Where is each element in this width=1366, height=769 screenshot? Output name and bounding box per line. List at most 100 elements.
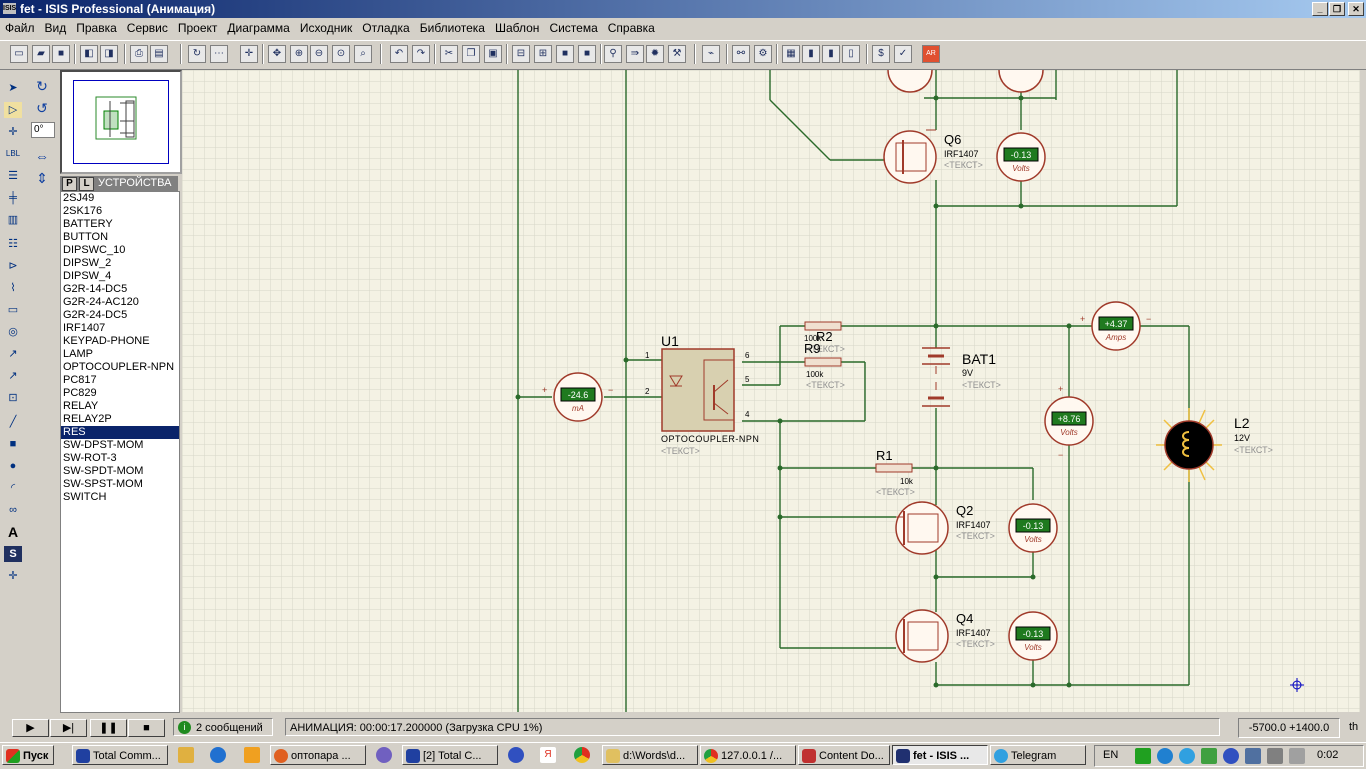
device-list-item[interactable]: G2R-24-DC5	[63, 309, 128, 321]
taskbar-total-commander-2[interactable]: [2] Total C...	[402, 745, 498, 765]
component-mode-icon[interactable]: ▷	[4, 102, 22, 118]
menu-template[interactable]: Шаблон	[494, 21, 540, 35]
undo-icon[interactable]: ↶	[390, 45, 408, 63]
voltmeter-q6[interactable]: -0.13 Volts	[996, 132, 1046, 182]
bill-of-materials-icon[interactable]: $	[872, 45, 890, 63]
messages-panel[interactable]: i 2 сообщений	[173, 718, 273, 736]
device-list-item[interactable]: BATTERY	[63, 218, 113, 230]
graph-mode-icon[interactable]: ⌇	[10, 282, 16, 294]
zoom-out-icon[interactable]: ⊖	[310, 45, 328, 63]
line-icon[interactable]: ╱	[9, 416, 17, 428]
tray-firefox-icon[interactable]	[1223, 748, 1239, 764]
media-icon[interactable]	[244, 747, 260, 763]
device-list-item[interactable]: RES	[61, 426, 179, 439]
explorer-icon[interactable]	[178, 747, 194, 763]
menu-file[interactable]: Файл	[5, 21, 35, 35]
taskbar-optopara[interactable]: оптопара ...	[270, 745, 366, 765]
block-delete-icon[interactable]: ■	[578, 45, 596, 63]
terminals-icon[interactable]: ☷	[8, 238, 18, 250]
device-list-item[interactable]: DIPSWC_10	[63, 244, 126, 256]
cut-icon[interactable]: ✂	[440, 45, 458, 63]
device-list-item[interactable]: KEYPAD-PHONE	[63, 335, 150, 347]
chrome-icon[interactable]	[574, 747, 590, 763]
zoom-child-icon[interactable]: ▯	[842, 45, 860, 63]
menu-view[interactable]: Вид	[44, 21, 67, 35]
taskbar-words-folder[interactable]: d:\Words\d...	[602, 745, 698, 765]
device-list-item[interactable]: PC829	[63, 387, 97, 399]
menu-debug[interactable]: Отладка	[362, 21, 410, 35]
remove-sheet-icon[interactable]: ▮	[802, 45, 820, 63]
device-list-item[interactable]: SW-ROT-3	[63, 452, 117, 464]
decompose-icon[interactable]: ⚒	[668, 45, 686, 63]
pause-button[interactable]: ❚❚	[90, 719, 127, 737]
ammeter[interactable]: +4.37 Amps + −	[1080, 301, 1151, 351]
milliammeter[interactable]: -24.6 mA + −	[542, 372, 613, 422]
tray-usb-icon[interactable]	[1201, 748, 1217, 764]
save-icon[interactable]: ■	[52, 45, 70, 63]
pick-devices-button[interactable]: P	[62, 177, 77, 191]
rotation-angle-field[interactable]: 0°	[31, 122, 55, 138]
selection-mode-icon[interactable]: ➤	[8, 82, 18, 94]
mosfet-q2[interactable]: Q2 IRF1407 <ТЕКСТ>	[895, 501, 995, 555]
taskbar-telegram[interactable]: Telegram	[990, 745, 1086, 765]
minimize-button[interactable]: _	[1312, 2, 1328, 16]
battery-bat1[interactable]: BAT1 9V <ТЕКСТ>	[922, 347, 1001, 407]
firefox-icon[interactable]	[508, 747, 524, 763]
circle-icon[interactable]: ●	[9, 460, 17, 472]
zoom-area-icon[interactable]: ⌕	[354, 45, 372, 63]
device-list-item[interactable]: PC817	[63, 374, 97, 386]
export-icon[interactable]: ◨	[100, 45, 118, 63]
menu-edit[interactable]: Правка	[76, 21, 117, 35]
print-icon[interactable]: ⎙	[130, 45, 148, 63]
language-indicator[interactable]: EN	[1103, 749, 1119, 761]
property-tool-icon[interactable]: ⚙	[754, 45, 772, 63]
marker-icon[interactable]: ✛	[8, 570, 18, 582]
device-list-item[interactable]: DIPSW_2	[63, 257, 112, 269]
junction-dot-icon[interactable]: ✛	[8, 126, 18, 138]
copy-icon[interactable]: ❐	[462, 45, 480, 63]
device-list-item[interactable]: G2R-24-AC120	[63, 296, 139, 308]
play-button[interactable]: ▶	[12, 719, 49, 737]
device-list-item[interactable]: DIPSW_4	[63, 270, 112, 282]
taskbar-total-commander[interactable]: Total Comm...	[72, 745, 168, 765]
refresh-icon[interactable]: ↻	[188, 45, 206, 63]
goto-sheet-icon[interactable]: ▮	[822, 45, 840, 63]
device-list-item[interactable]: SW-SPDT-MOM	[63, 465, 144, 477]
device-list-item[interactable]: LAMP	[63, 348, 93, 360]
ares-icon[interactable]: AR	[922, 45, 940, 63]
taskbar-localhost[interactable]: 127.0.0.1 /...	[700, 745, 796, 765]
block-copy-icon[interactable]: ⊟	[512, 45, 530, 63]
tray-flag-icon[interactable]	[1135, 748, 1151, 764]
block-rotate-icon[interactable]: ■	[556, 45, 574, 63]
device-list-item[interactable]: RELAY	[63, 400, 99, 412]
device-list-item[interactable]: SW-SPST-MOM	[63, 478, 143, 490]
tape-recorder-icon[interactable]: ▭	[7, 304, 19, 316]
pick-device-icon[interactable]: ⚲	[604, 45, 622, 63]
grid-icon[interactable]: ⋯	[210, 45, 228, 63]
device-list-item[interactable]: 2SK176	[63, 205, 103, 217]
resistor-r1[interactable]: R1 10k <ТЕКСТ>	[875, 448, 915, 497]
arc-icon[interactable]: ◜	[10, 482, 16, 494]
menu-graph[interactable]: Диаграмма	[227, 21, 290, 35]
voltage-probe-icon[interactable]: ↗	[8, 348, 18, 360]
device-list-item[interactable]: 2SJ49	[63, 192, 95, 204]
electrical-check-icon[interactable]: ✓	[894, 45, 912, 63]
device-list-item[interactable]: IRF1407	[63, 322, 106, 334]
schematic-drawing[interactable]: Q6 IRF1407 <ТЕКСТ> -0.13 Volts U1 1 2 6 …	[182, 69, 1366, 712]
taskbar-isis[interactable]: fet - ISIS ...	[892, 745, 988, 765]
yandex-icon[interactable]: Я	[540, 747, 556, 763]
voltmeter-q4[interactable]: -0.13 Volts	[1008, 611, 1058, 661]
paste-icon[interactable]: ▣	[484, 45, 502, 63]
restore-button[interactable]: ❐	[1329, 2, 1345, 16]
device-pins-icon[interactable]: ⊳	[8, 260, 18, 272]
wire-label-icon[interactable]: LBL	[5, 149, 21, 158]
package-tool-icon[interactable]: ✹	[646, 45, 664, 63]
ie-icon[interactable]	[210, 747, 226, 763]
overview-window[interactable]	[60, 70, 182, 174]
new-sheet-icon[interactable]: ▦	[782, 45, 800, 63]
zoom-in-icon[interactable]: ⊕	[290, 45, 308, 63]
lamp-l2[interactable]: L2 12V <ТЕКСТ>	[1156, 408, 1273, 482]
menu-design[interactable]: Проект	[177, 21, 218, 35]
resistor-r2[interactable]: R2 100k <ТЕКСТ>	[804, 321, 845, 354]
symbol-icon[interactable]: S	[4, 546, 22, 562]
